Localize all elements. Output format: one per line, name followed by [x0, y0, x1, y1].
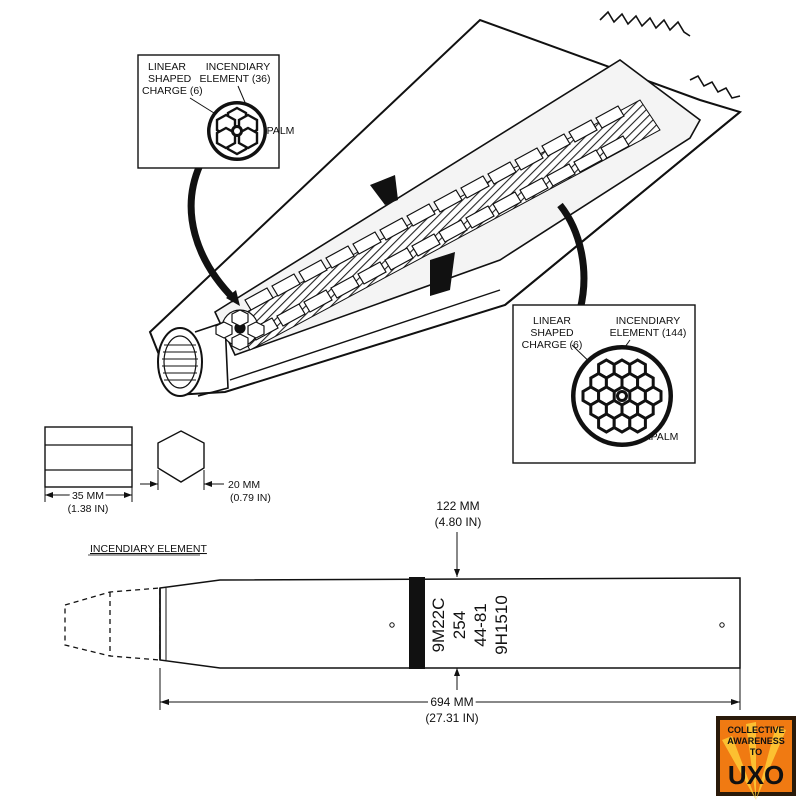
marking-line-1: 9M22C [429, 598, 448, 653]
projectile-black-band [409, 577, 425, 669]
marking-line-4: 9H1510 [492, 595, 511, 655]
inset-large-ie-label-1: INCENDIARY [616, 315, 681, 327]
inset-small-cross-section: LINEAR SHAPED CHARGE (6) INCENDIARY ELEM… [137, 54, 294, 169]
inset-large-element-hex [612, 412, 632, 434]
inset-small-ie-label-1: INCENDIARY [206, 61, 271, 73]
cutaway-projectile [148, 10, 743, 397]
marking-line-3: 44-81 [471, 603, 490, 646]
band-dim-in: (4.80 IN) [435, 515, 482, 529]
inset-small-lsc-label-3: CHARGE (6) [142, 85, 203, 97]
length-dim-in: (27.31 IN) [425, 711, 478, 725]
element-width-in: (0.79 IN) [230, 492, 271, 504]
element-end-view [157, 430, 205, 483]
inset-large-element-hex [628, 412, 647, 434]
uxo-logo: COLLECTIVE AWARENESS TO UXO [716, 716, 796, 800]
inset-large-cross-section: LINEAR SHAPED CHARGE (6) INCENDIARY ELEM… [512, 304, 696, 464]
cutaway-front-cluster [215, 309, 265, 351]
cutaway-element-row-upper [244, 105, 625, 311]
element-length-mm: 35 MM [72, 490, 104, 502]
band-dim-mm: 122 MM [436, 499, 479, 513]
inset-large-lsc-label-1: LINEAR [533, 315, 571, 327]
inset-large-lsc-label-2: SHAPED [530, 327, 574, 339]
element-side-view [44, 426, 133, 488]
inset-small-lsc-label-1: LINEAR [148, 61, 186, 73]
svg-text:UXO: UXO [728, 760, 784, 790]
element-dimension-drawing: 35 MM (1.38 IN) 20 MM (0.79 IN) INCENDIA… [44, 426, 271, 556]
projectile-side-view: 9M22C 254 44-81 9H1510 122 MM (4.80 IN) … [64, 499, 741, 725]
svg-text:TO: TO [750, 747, 762, 757]
cutaway-element-row-lower [249, 135, 630, 341]
marking-line-2: 254 [450, 611, 469, 639]
element-caption: INCENDIARY ELEMENT [90, 543, 207, 555]
element-length-in: (1.38 IN) [68, 503, 109, 515]
svg-text:COLLECTIVE: COLLECTIVE [727, 725, 784, 735]
length-dim-mm: 694 MM [430, 695, 473, 709]
inset-large-ie-label-2: ELEMENT (144) [610, 327, 687, 339]
inset-small-lsc-label-2: SHAPED [148, 73, 192, 85]
inset-large-lsc-label-3: CHARGE (6) [522, 339, 583, 351]
element-width-mm: 20 MM [228, 479, 260, 491]
svg-text:AWARENESS: AWARENESS [727, 736, 785, 746]
inset-large-element-hex [597, 412, 616, 434]
inset-small-ie-label-2: ELEMENT (36) [200, 73, 271, 85]
